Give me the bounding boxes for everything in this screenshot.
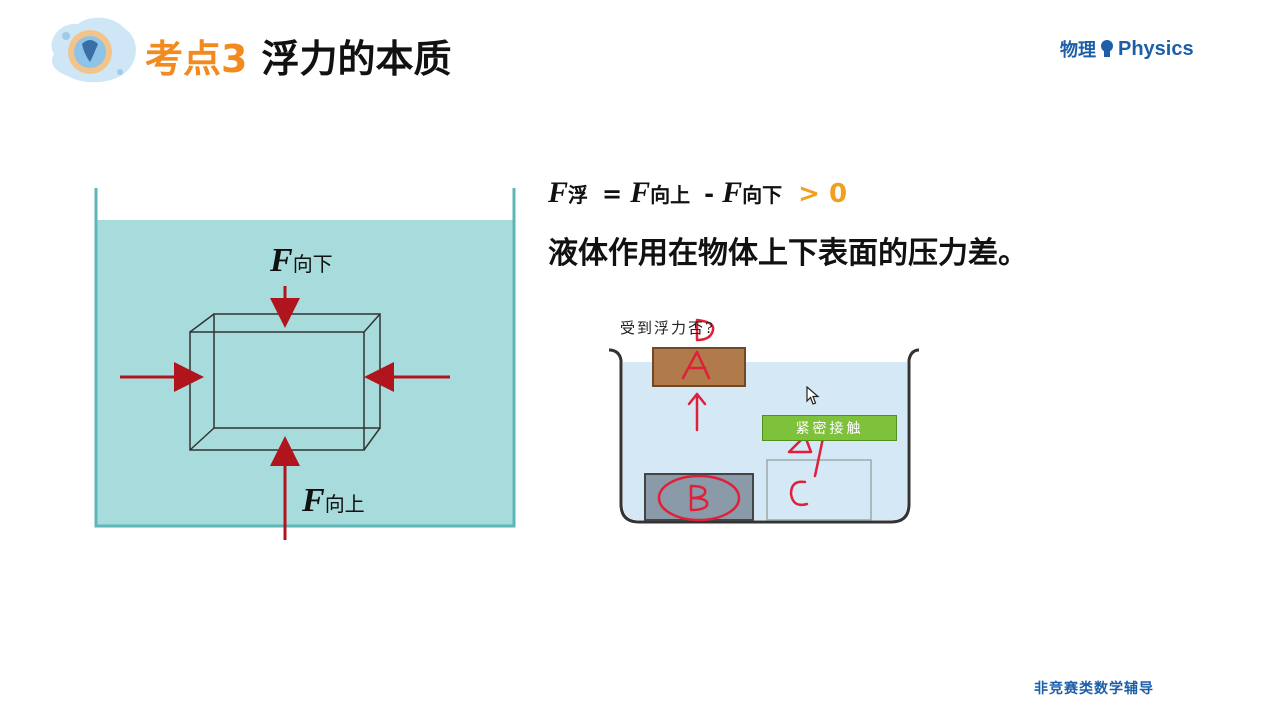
force-up-label: F向上 <box>302 482 365 519</box>
container-illustration <box>94 188 516 540</box>
handwritten-annotations <box>657 318 825 522</box>
title-prefix: 考点3 <box>145 37 248 81</box>
water-body <box>96 220 514 526</box>
slide-title: 考点3 浮力的本质 <box>145 28 451 81</box>
brand-cn: 物理 <box>1060 40 1096 61</box>
mouse-cursor-icon <box>806 386 820 405</box>
container-wall <box>94 188 516 528</box>
brand-en: Physics <box>1118 37 1194 60</box>
brand-logo: 物理 Physics <box>1060 36 1194 62</box>
force-down-label: F向下 <box>270 242 333 279</box>
lightbulb-icon <box>1101 40 1113 57</box>
beaker-illustration <box>608 318 920 524</box>
title-main: 浮力的本质 <box>261 37 452 81</box>
close-contact-button[interactable]: 紧密接触 <box>762 415 897 441</box>
buoyancy-quiz-diagram <box>605 310 925 530</box>
pressure-diagram: F向下 F向上 <box>80 180 530 560</box>
header-logo-icon <box>51 17 136 83</box>
footer-watermark: 非竞赛类数学辅导 <box>1034 681 1154 697</box>
pressure-difference-description: 液体作用在物体上下表面的压力差。 <box>548 236 1028 271</box>
quiz-question: 受到浮力否? <box>620 319 716 337</box>
buoyancy-formula: F 浮 = F 向上 - F 向下 > 0 <box>548 176 848 209</box>
greater-than-zero: > 0 <box>798 179 848 209</box>
